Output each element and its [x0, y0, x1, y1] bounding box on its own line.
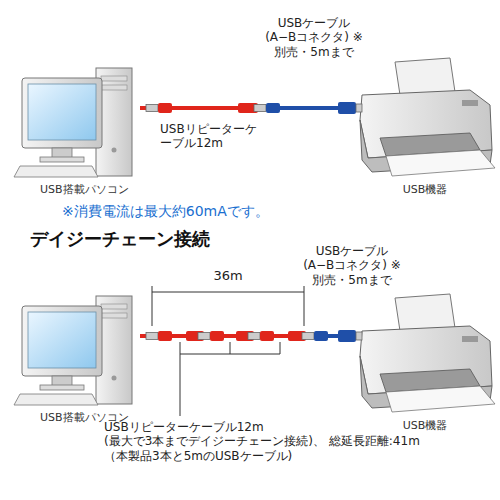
device-node: USB機器: [355, 52, 495, 198]
usb-b-plug: [338, 102, 356, 114]
dimension-line: [152, 286, 304, 326]
cable-note: USBケーブル (A−Bコネクタ) ※別売・5mまで: [300, 244, 404, 287]
cable-note: USBケーブル (A−Bコネクタ) ※別売・5mまで: [262, 16, 366, 59]
pc-node: USB搭載パソコン: [12, 290, 140, 424]
device-node: USB機器: [355, 288, 495, 434]
power-note: ※消費電流は最大約60mAです。: [62, 203, 362, 220]
pc-node: USB搭載パソコン: [12, 62, 140, 196]
cable-label: USBリピーターケーブル12m: [160, 122, 260, 151]
device-caption: USB機器: [403, 418, 448, 433]
leader-line: [180, 342, 280, 416]
chain-note: USBリピーターケーブル12m (最大で3本までデイジーチェーン接続)、 総延長…: [104, 420, 474, 463]
dimension-label: 36m: [205, 268, 251, 284]
device-caption: USB機器: [403, 182, 448, 197]
section-heading: デイジーチェーン接続: [30, 228, 290, 250]
device-caption: USB搭載パソコン: [40, 182, 129, 197]
